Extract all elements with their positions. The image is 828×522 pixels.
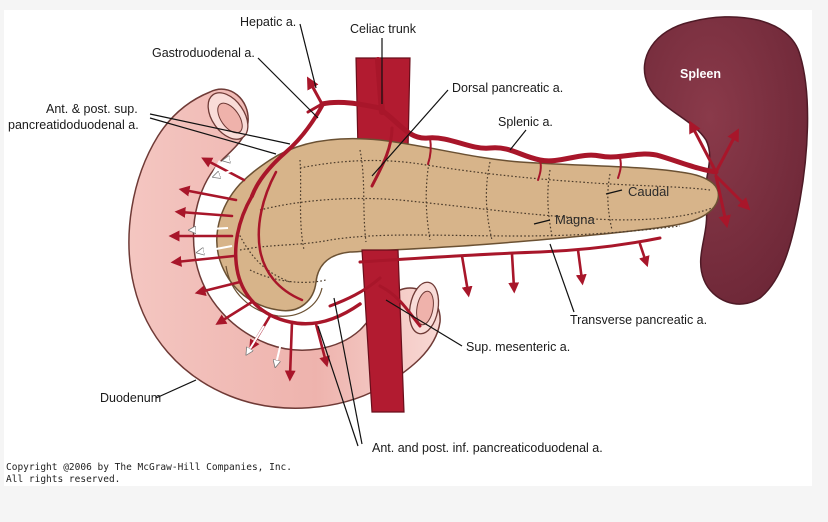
label-ant-post-sup-line2: pancreatidoduodenal a. <box>8 118 139 132</box>
label-superior-mesenteric-artery: Sup. mesenteric a. <box>466 340 570 354</box>
label-spleen: Spleen <box>680 67 721 81</box>
leader-lines <box>149 23 623 447</box>
label-caudal: Caudal <box>628 184 669 199</box>
label-transverse-pancreatic-artery: Transverse pancreatic a. <box>570 313 707 327</box>
spleen-organ <box>643 16 809 305</box>
label-duodenum: Duodenum <box>100 391 161 405</box>
superior-mesenteric-artery-trunk <box>361 249 405 413</box>
label-celiac-trunk: Celiac trunk <box>350 22 417 36</box>
label-magna: Magna <box>555 212 596 227</box>
pancreas-organ <box>216 137 720 312</box>
duodenum-inner-wall <box>199 160 355 345</box>
label-ant-post-sup-line1: Ant. & post. sup. <box>46 102 138 116</box>
label-ant-post-inf-pancreaticoduodenal: Ant. and post. inf. pancreaticoduodenal … <box>372 441 603 455</box>
arterial-tree <box>168 57 751 382</box>
label-dorsal-pancreatic-artery: Dorsal pancreatic a. <box>452 81 563 95</box>
copyright-line2: All rights reserved. <box>6 474 120 485</box>
label-gastroduodenal-artery: Gastroduodenal a. <box>152 46 255 60</box>
label-splenic-artery: Splenic a. <box>498 115 553 129</box>
pancreatic-duct-pattern <box>237 149 713 283</box>
label-hepatic-artery: Hepatic a. <box>240 15 296 29</box>
posterior-branch-arrows <box>192 155 285 364</box>
copyright-line1: Copyright @2006 by The McGraw-Hill Compa… <box>6 462 292 473</box>
